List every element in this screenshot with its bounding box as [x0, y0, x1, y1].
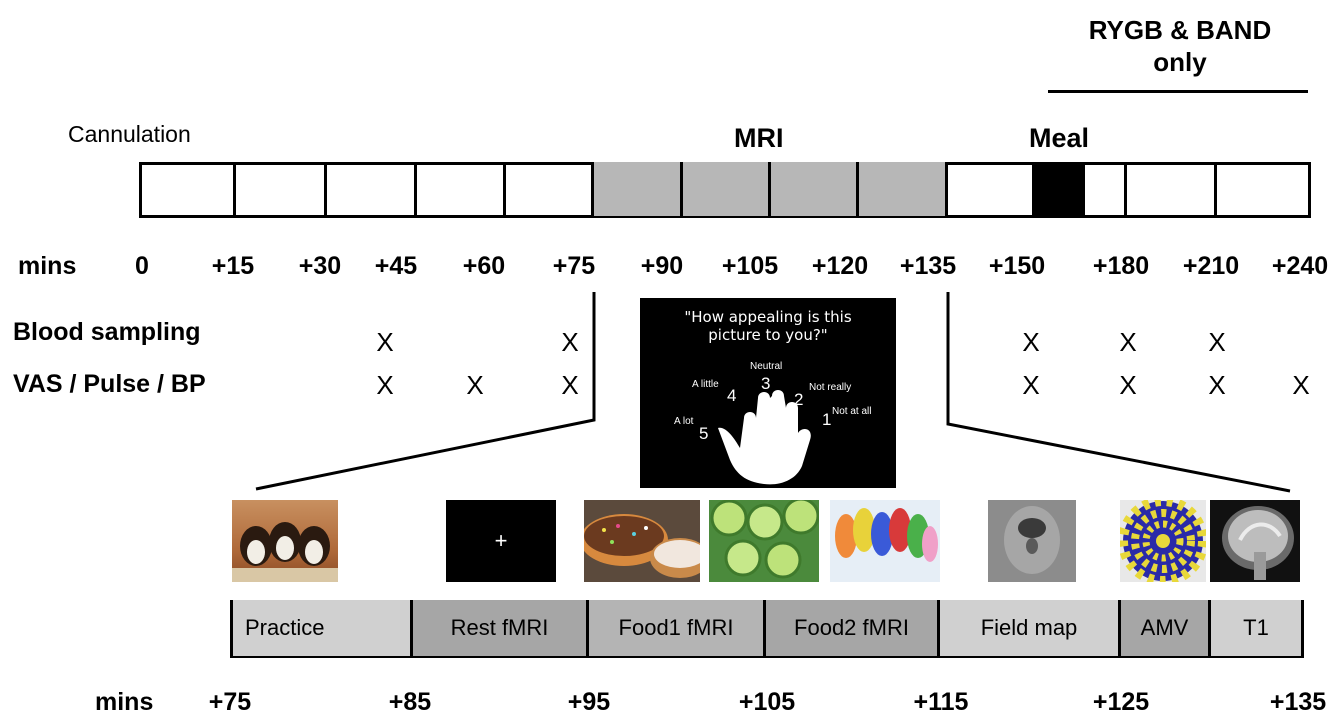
sequence-tick: +75	[208, 688, 252, 716]
timeline-tick: +210	[1182, 252, 1240, 280]
timeline-tick: +240	[1271, 252, 1329, 280]
mri-cell	[859, 162, 948, 216]
timeline-cell	[506, 162, 594, 216]
mri-cell	[683, 162, 771, 216]
sequence-tick: +85	[388, 688, 432, 716]
sequence-tick: +95	[567, 688, 611, 716]
blood-sample-mark: X	[561, 327, 579, 357]
blood-sample-mark: X	[1208, 327, 1226, 357]
timeline-tick: +150	[988, 252, 1046, 280]
timeline-tick: +135	[899, 252, 957, 280]
rygb-band-header: RYGB & BAND only	[1050, 14, 1310, 78]
scale-num-1: 1	[822, 410, 832, 429]
segment-label: T1	[1243, 615, 1269, 640]
meal-cell	[1035, 162, 1085, 216]
timeline-cell	[327, 162, 417, 216]
timeline-cell	[948, 162, 1035, 216]
meal-label: Meal	[1029, 123, 1090, 153]
vas-mark: X	[1022, 370, 1040, 400]
rygb-underline	[1048, 90, 1308, 93]
sequence-mins-label: mins	[95, 688, 154, 716]
t1-brain-image	[1210, 500, 1300, 582]
field-map-image	[988, 500, 1076, 582]
timeline-cell	[142, 162, 236, 216]
segment-amv: AMV	[1121, 600, 1211, 656]
timeline-tick: +45	[374, 252, 418, 280]
segment-food2-fmri: Food2 fMRI	[766, 600, 940, 656]
scale-label-not-at-all: Not at all	[832, 406, 872, 417]
timeline-cell	[1085, 162, 1127, 216]
segment-label: AMV	[1140, 615, 1189, 640]
vas-mark: X	[1119, 370, 1137, 400]
scale-num-2: 2	[794, 390, 804, 409]
timeline-tick: +90	[640, 252, 684, 280]
scale-label-a-little: A little	[692, 379, 719, 390]
rating-question: "How appealing is this picture to you?"	[684, 308, 852, 344]
cucumber-image	[709, 500, 819, 582]
fixation-cross: +	[494, 528, 508, 553]
segment-t1: T1	[1211, 600, 1301, 656]
rygb-band-line2: only	[1153, 47, 1207, 77]
sequence-tick: +115	[913, 688, 969, 716]
rating-screen: "How appealing is this picture to you?" …	[640, 298, 896, 488]
segment-field-map: Field map	[940, 600, 1121, 656]
segment-label: Food1 fMRI	[618, 615, 734, 640]
puppies-image	[232, 500, 338, 582]
rygb-band-line1: RYGB & BAND	[1088, 15, 1272, 45]
sequence-tick: +105	[738, 688, 796, 716]
balloons-image	[830, 500, 940, 582]
vas-mark: X	[376, 370, 394, 400]
vas-mark: X	[1208, 370, 1226, 400]
timeline-cell	[236, 162, 327, 216]
segment-label: Rest fMRI	[450, 615, 549, 640]
scale-label-not-really: Not really	[809, 382, 852, 393]
blood-sample-mark: X	[1119, 327, 1137, 357]
scale-label-neutral: Neutral	[750, 361, 783, 372]
vas-pulse-bp-label: VAS / Pulse / BP	[13, 370, 206, 398]
mri-label: MRI	[734, 123, 784, 153]
mri-cell	[594, 162, 683, 216]
segment-label: Food2 fMRI	[794, 615, 909, 640]
scale-num-4: 4	[727, 386, 737, 405]
timeline-tick: +75	[552, 252, 596, 280]
donuts-image	[584, 500, 700, 582]
timeline-cell	[1127, 162, 1217, 216]
amv-image	[1120, 500, 1206, 582]
hand-icon	[718, 390, 811, 485]
scale-label-a-lot: A lot	[674, 416, 694, 427]
sequence-tick: +135	[1269, 688, 1327, 716]
mri-cell	[771, 162, 859, 216]
timeline-tick: +120	[811, 252, 869, 280]
blood-sample-mark: X	[376, 327, 394, 357]
cannulation-label: Cannulation	[68, 121, 191, 147]
vas-mark: X	[561, 370, 579, 400]
timeline-tick: +15	[211, 252, 255, 280]
timeline-tick: 0	[135, 252, 149, 280]
segment-label: Field map	[980, 615, 1078, 640]
vas-mark: X	[466, 370, 484, 400]
segment-practice: Practice	[233, 600, 413, 656]
blood-sample-mark: X	[1022, 327, 1040, 357]
timeline-cell	[417, 162, 506, 216]
sequence-tick: +125	[1092, 688, 1150, 716]
scale-num-5: 5	[699, 424, 709, 443]
segment-label: Practice	[245, 615, 325, 640]
fixation-screen: +	[446, 500, 556, 582]
timeline-tick: +60	[462, 252, 506, 280]
blood-sampling-label: Blood sampling	[13, 318, 201, 346]
segment-rest-fmri: Rest fMRI	[413, 600, 589, 656]
vas-mark: X	[1292, 370, 1310, 400]
scale-num-3: 3	[761, 374, 771, 393]
timeline-mins-label: mins	[18, 252, 77, 280]
segment-food1-fmri: Food1 fMRI	[589, 600, 766, 656]
timeline-tick: +105	[721, 252, 779, 280]
timeline-tick: +30	[298, 252, 342, 280]
timeline-tick: +180	[1092, 252, 1150, 280]
